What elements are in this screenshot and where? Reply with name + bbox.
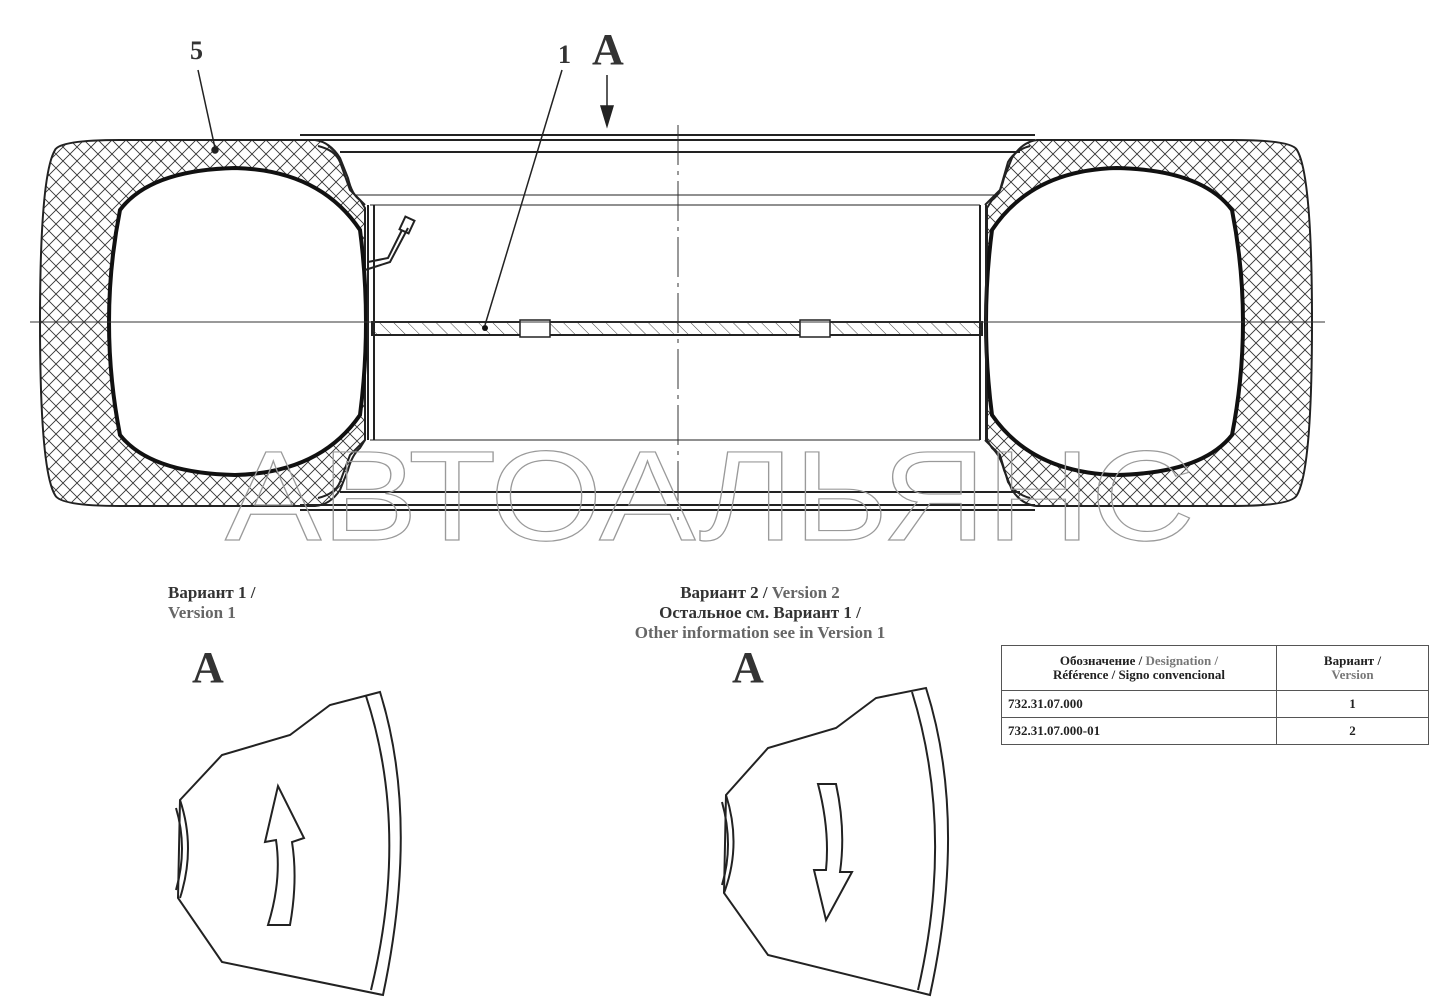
view-a-label-top: A [592, 25, 624, 74]
callout-item-5: 5 [190, 36, 203, 65]
table-row: 732.31.07.000-01 2 [1001, 717, 1429, 745]
view-a-variant-2 [721, 686, 949, 997]
view-a-label-variant-2: A [732, 643, 764, 692]
cell-variant: 1 [1276, 690, 1429, 718]
cell-designation: 732.31.07.000-01 [1001, 717, 1277, 745]
header-variant: Вариант / Version [1276, 645, 1429, 691]
right-tire-section [984, 139, 1314, 507]
variant-2-line-1: Вариант 2 / Version 2 [680, 583, 840, 602]
disc-band [371, 319, 983, 338]
variant-1-en: Version 1 [168, 603, 236, 622]
variant-1-ru: Вариант 1 / [168, 583, 256, 602]
variant-2-line-3: Other information see in Version 1 [634, 623, 886, 642]
table-header-row: Обозначение / Designation / Référence / … [1001, 645, 1429, 691]
variant-1-caption: Вариант 1 / Version 1 [168, 583, 255, 623]
cell-designation: 732.31.07.000 [1001, 690, 1277, 718]
variant-2-line-2: Остальное см. Вариант 1 / [659, 603, 861, 622]
cell-variant: 2 [1276, 717, 1429, 745]
variant-table: Обозначение / Designation / Référence / … [1001, 645, 1429, 745]
view-a-label-variant-1: A [192, 643, 224, 692]
watermark: АВТОАЛЬЯНС [225, 425, 1195, 568]
up-arrow-icon [263, 783, 306, 926]
leader-lines [197, 69, 615, 326]
table-row: 732.31.07.000 1 [1001, 690, 1429, 718]
left-tire-section [38, 139, 368, 507]
callout-item-1: 1 [558, 40, 571, 69]
variant-2-caption: Вариант 2 / Version 2 Остальное см. Вари… [560, 583, 960, 643]
center-lines [30, 125, 1325, 520]
view-a-variant-1 [175, 690, 402, 997]
rim-section [300, 134, 1035, 511]
down-arrow-icon [812, 783, 854, 923]
header-designation: Обозначение / Designation / Référence / … [1001, 645, 1277, 691]
